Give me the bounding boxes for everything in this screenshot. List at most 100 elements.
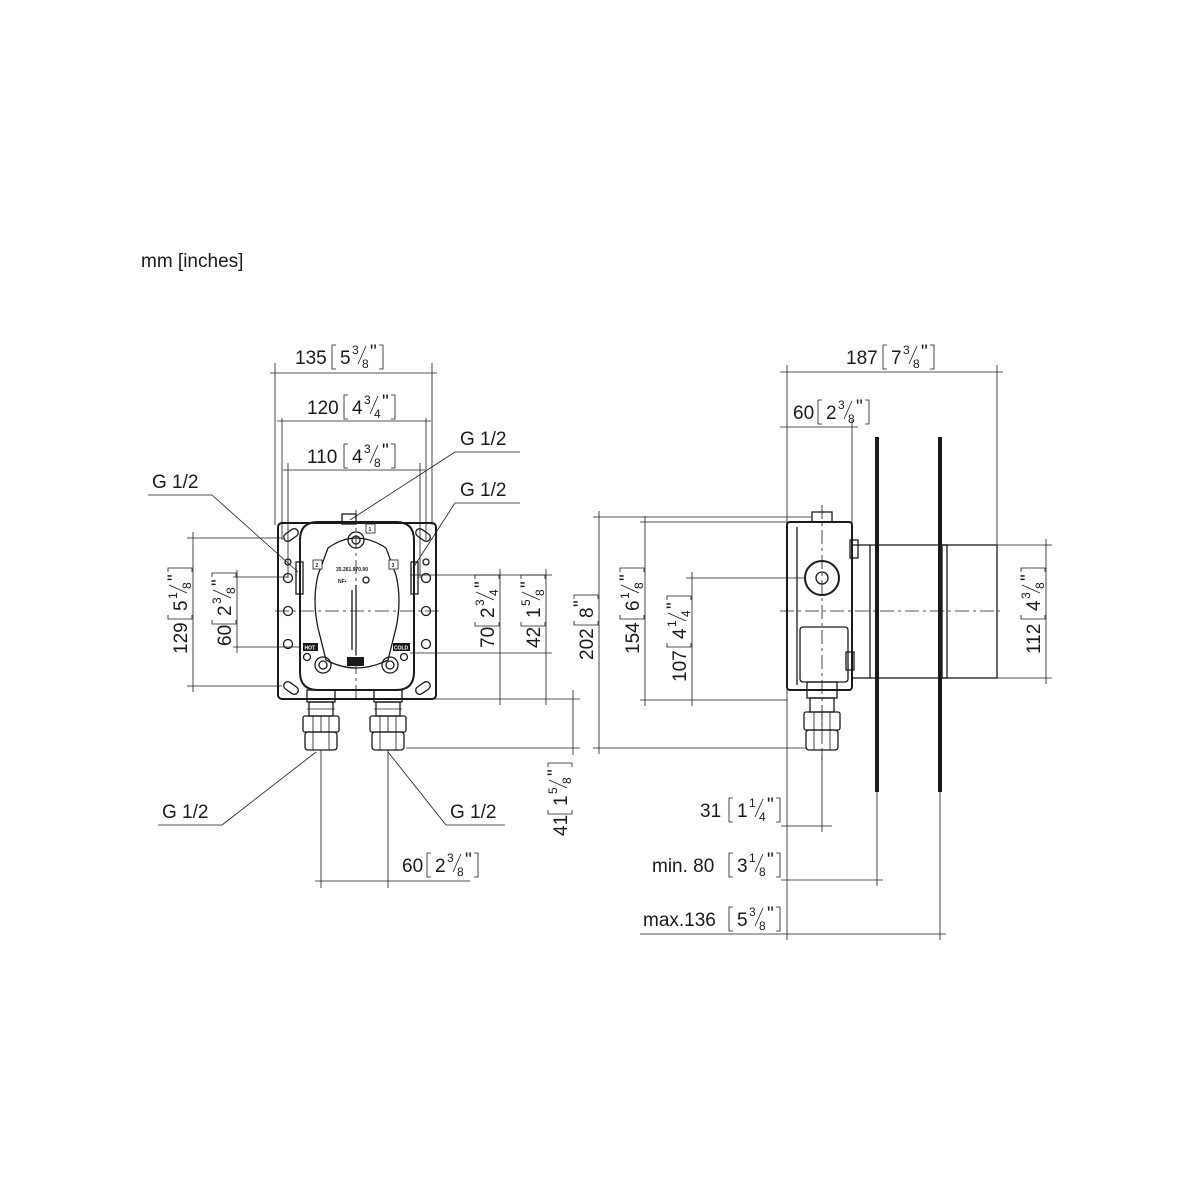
svg-text:max.136: max.136 (643, 910, 716, 931)
port-label-top: G 1/2 (460, 429, 506, 450)
svg-text:": " (465, 850, 472, 871)
svg-text:60: 60 (215, 625, 236, 646)
cold-label: COLD (394, 646, 409, 652)
svg-text:5: 5 (171, 600, 192, 611)
dim-110: 110 4 3 8 " (307, 441, 396, 470)
svg-text:": " (617, 574, 638, 581)
dim-202: 202 8 " (571, 594, 599, 660)
svg-text:": " (382, 441, 389, 462)
svg-text:4: 4 (1024, 600, 1045, 611)
svg-text:187: 187 (846, 348, 878, 369)
svg-text:1: 1 (749, 851, 756, 865)
svg-text:1: 1 (166, 592, 180, 599)
svg-text:8: 8 (848, 412, 855, 426)
valve-core-outline (314, 537, 400, 669)
svg-text:": " (767, 795, 774, 816)
dim-112: 112 4 3 8 " (1018, 567, 1047, 654)
svg-text:2: 2 (478, 607, 499, 618)
svg-text:70: 70 (478, 627, 499, 648)
mount-hole (420, 572, 432, 584)
mounting-slot-bottom-right (415, 681, 431, 695)
svg-text:42: 42 (524, 627, 545, 648)
svg-text:8: 8 (632, 582, 646, 589)
units-note: mm [inches] (141, 251, 243, 272)
svg-text:135: 135 (295, 348, 327, 369)
svg-text:41: 41 (551, 815, 572, 836)
svg-text:8: 8 (374, 456, 381, 470)
marker-box-2 (312, 559, 323, 570)
svg-text:3: 3 (749, 905, 756, 919)
port-label-left: G 1/2 (152, 472, 198, 493)
bottom-screw-left (314, 656, 332, 674)
valve-body (299, 521, 415, 691)
svg-text:120: 120 (307, 398, 339, 419)
svg-text:4: 4 (759, 810, 766, 824)
svg-text:8: 8 (533, 589, 547, 596)
bottom-label-box (347, 657, 364, 666)
svg-text:110: 110 (307, 447, 337, 468)
dim-60-side: 60 2 3 8 " (793, 397, 870, 426)
dim-60-vertical: 60 2 3 8 " (209, 572, 238, 646)
svg-text:1: 1 (737, 801, 748, 822)
svg-text:1: 1 (551, 795, 572, 806)
svg-text:": " (1018, 574, 1039, 581)
svg-text:": " (472, 581, 493, 588)
svg-text:8: 8 (180, 582, 194, 589)
side-port-right (410, 561, 419, 595)
bottom-fitting-right (369, 689, 407, 751)
small-label: NF• (338, 579, 347, 585)
dim-120: 120 4 3 4 " (307, 392, 396, 421)
svg-text:3: 3 (903, 343, 910, 357)
svg-text:8: 8 (560, 777, 574, 784)
small-circle (362, 576, 370, 584)
bottom-screw-left-inner (318, 660, 328, 670)
svg-text:": " (921, 342, 928, 363)
side-sleeve (851, 544, 948, 679)
bottom-screw-right-inner (385, 660, 395, 670)
front-view: 1 2 3 35.261.970.90 NF• HOT COLD (148, 342, 580, 888)
svg-text:3: 3 (473, 599, 487, 606)
svg-text:8: 8 (362, 357, 369, 371)
dim-129: 129 5 1 8 " (165, 567, 194, 654)
dim-31: 31 1 1 4 " (700, 795, 781, 824)
port-label-bottom-right: G 1/2 (450, 802, 496, 823)
svg-text:": " (370, 342, 377, 363)
svg-text:": " (382, 392, 389, 413)
svg-text:1: 1 (665, 620, 679, 627)
side-lower-block (799, 626, 849, 683)
svg-text:": " (545, 769, 566, 776)
hot-label: HOT (305, 646, 316, 652)
svg-text:4: 4 (487, 589, 501, 596)
svg-text:3: 3 (1019, 592, 1033, 599)
svg-text:5: 5 (519, 599, 533, 606)
svg-text:8: 8 (1033, 582, 1047, 589)
svg-text:60: 60 (402, 856, 423, 877)
svg-text:4: 4 (679, 610, 693, 617)
marker-3: 3 (392, 563, 395, 569)
svg-text:2: 2 (435, 856, 446, 877)
marker-box-3 (388, 559, 399, 570)
svg-text:3: 3 (210, 597, 224, 604)
dim-min80: min. 80 3 1 8 " (652, 850, 781, 879)
svg-text:min. 80: min. 80 (652, 856, 714, 877)
svg-text:8: 8 (577, 607, 598, 618)
mount-hole (282, 638, 294, 650)
dim-42: 42 1 5 8 " (518, 574, 547, 648)
svg-text:": " (664, 602, 685, 609)
marker-1: 1 (369, 527, 372, 533)
code-label: 35.261.970.90 (336, 567, 368, 573)
svg-text:": " (767, 850, 774, 871)
svg-text:112: 112 (1024, 624, 1045, 654)
side-port-left (295, 561, 304, 595)
mount-hole (420, 638, 432, 650)
hot-indicator (302, 652, 312, 662)
mounting-slot-top-right (415, 528, 431, 542)
svg-text:4: 4 (352, 398, 363, 419)
svg-text:1: 1 (524, 607, 545, 618)
svg-text:": " (856, 397, 863, 418)
mount-hole (422, 558, 430, 566)
svg-text:4: 4 (670, 628, 691, 639)
svg-text:8: 8 (759, 919, 766, 933)
svg-text:1: 1 (618, 592, 632, 599)
svg-text:3: 3 (447, 851, 454, 865)
